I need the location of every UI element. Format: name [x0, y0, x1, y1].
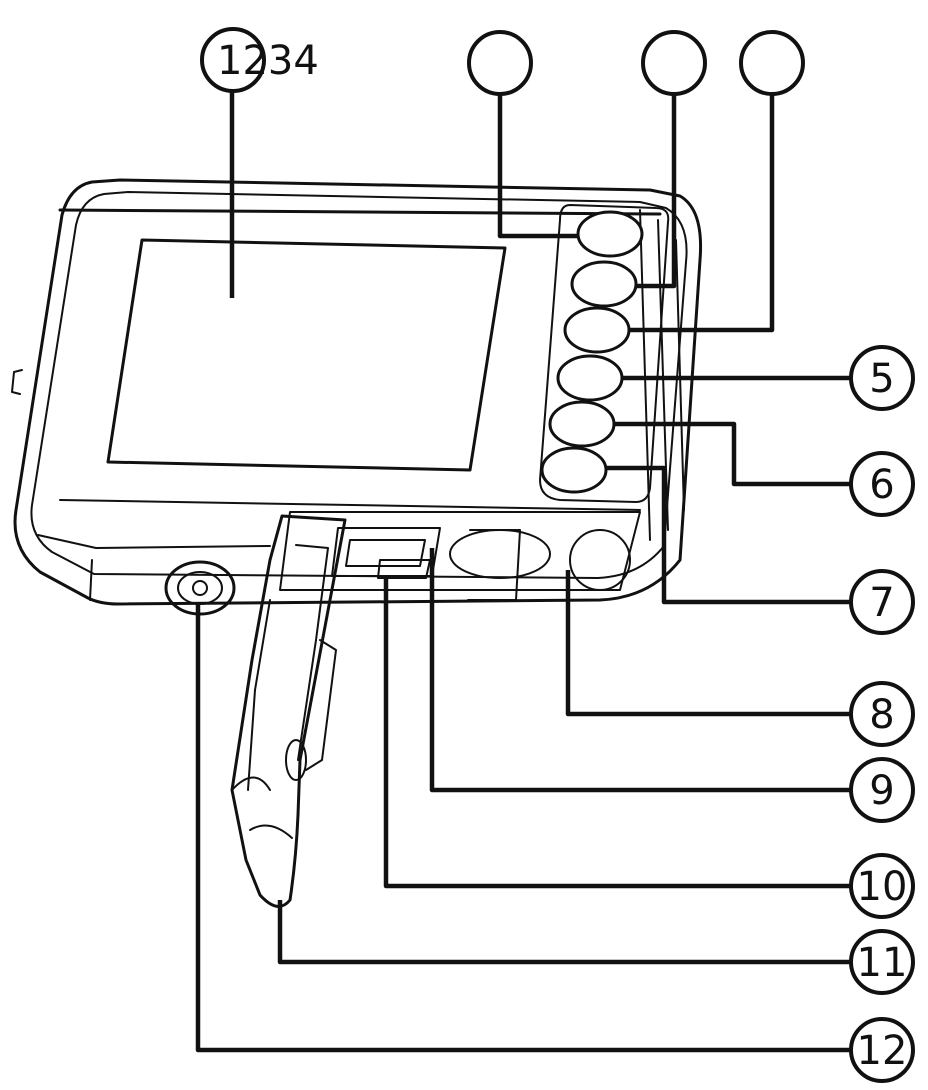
callout-label-8: 8 [869, 692, 894, 738]
callout-blank-1 [467, 30, 533, 96]
callout-label-12: 12 [857, 1028, 908, 1074]
callout-blank-2 [641, 30, 707, 96]
callout-5: 5 [849, 345, 915, 411]
button-1[interactable] [576, 210, 644, 258]
callout-9: 9 [849, 757, 915, 823]
callout-10: 10 [849, 853, 915, 919]
camera-body [11, 178, 703, 606]
callout-label-11: 11 [857, 940, 908, 986]
button-3[interactable] [563, 306, 631, 354]
callout-blank-3 [739, 30, 805, 96]
callout-11: 11 [849, 929, 915, 995]
callout-label-screen: 1234 [217, 38, 319, 84]
callout-label-9: 9 [869, 768, 894, 814]
callout-12: 12 [849, 1017, 915, 1083]
leader-lines [195, 70, 852, 1053]
callout-6: 6 [849, 451, 915, 517]
button-7[interactable] [540, 446, 608, 494]
callout-label-7: 7 [869, 580, 894, 626]
callout-8: 8 [849, 681, 915, 747]
callout-label-10: 10 [857, 864, 908, 910]
battery-cover [230, 514, 347, 908]
callout-7: 7 [849, 569, 915, 635]
button-column [539, 204, 670, 503]
callout-screen: 1234 [200, 27, 319, 93]
button-5[interactable] [556, 354, 624, 402]
button-6[interactable] [548, 400, 616, 448]
callout-label-6: 6 [869, 462, 894, 508]
callout-label-5: 5 [869, 356, 894, 402]
button-2[interactable] [570, 260, 638, 308]
